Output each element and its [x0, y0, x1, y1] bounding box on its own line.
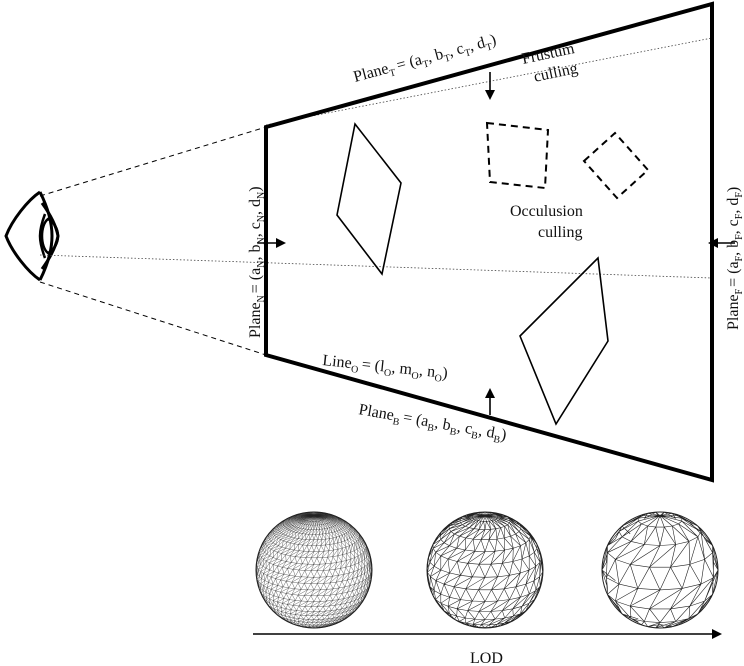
culled-object-left	[485, 121, 550, 190]
frustum-culling-label: Frustum culling	[520, 39, 584, 87]
lod-sphere-medium-detail	[426, 511, 544, 629]
culled-object-right	[582, 131, 650, 200]
occlusion-culling-label-line2: culling	[538, 224, 582, 241]
visible-object-lower	[519, 256, 609, 426]
occlusion-culling-label: Occulusion	[510, 203, 583, 220]
lod-axis-label: LOD	[470, 650, 503, 666]
view-frustum	[264, 1, 714, 483]
mesh-outline	[255, 511, 373, 629]
far-plane-label: PlaneF= (aF, bF, cF, dF)	[725, 187, 744, 330]
bottom-plane-label: PlaneB= (aB, bB, cB, dB)	[357, 401, 508, 447]
mesh-wireframe	[255, 511, 373, 629]
lod-sphere-low-detail	[601, 511, 719, 629]
occlusion-line-label: LineO= (lO, mO, nO)	[321, 352, 448, 385]
mesh-outline	[426, 511, 544, 629]
mesh-wireframe	[601, 511, 719, 629]
top-reference-line	[265, 37, 713, 126]
lod-sphere-high-detail	[255, 511, 373, 629]
view-ray-top	[39, 126, 267, 197]
near-plane-label: PlaneN= (aN, bN, cN, dN)	[247, 186, 267, 338]
mesh-wireframe	[427, 512, 543, 628]
visible-object-upper	[336, 122, 402, 276]
view-ray-bottom	[39, 281, 267, 356]
top-plane-label: PlaneT= (aT, bT, cT, dT)	[352, 31, 499, 88]
mesh-outline	[601, 511, 719, 629]
eye-icon	[4, 190, 60, 282]
